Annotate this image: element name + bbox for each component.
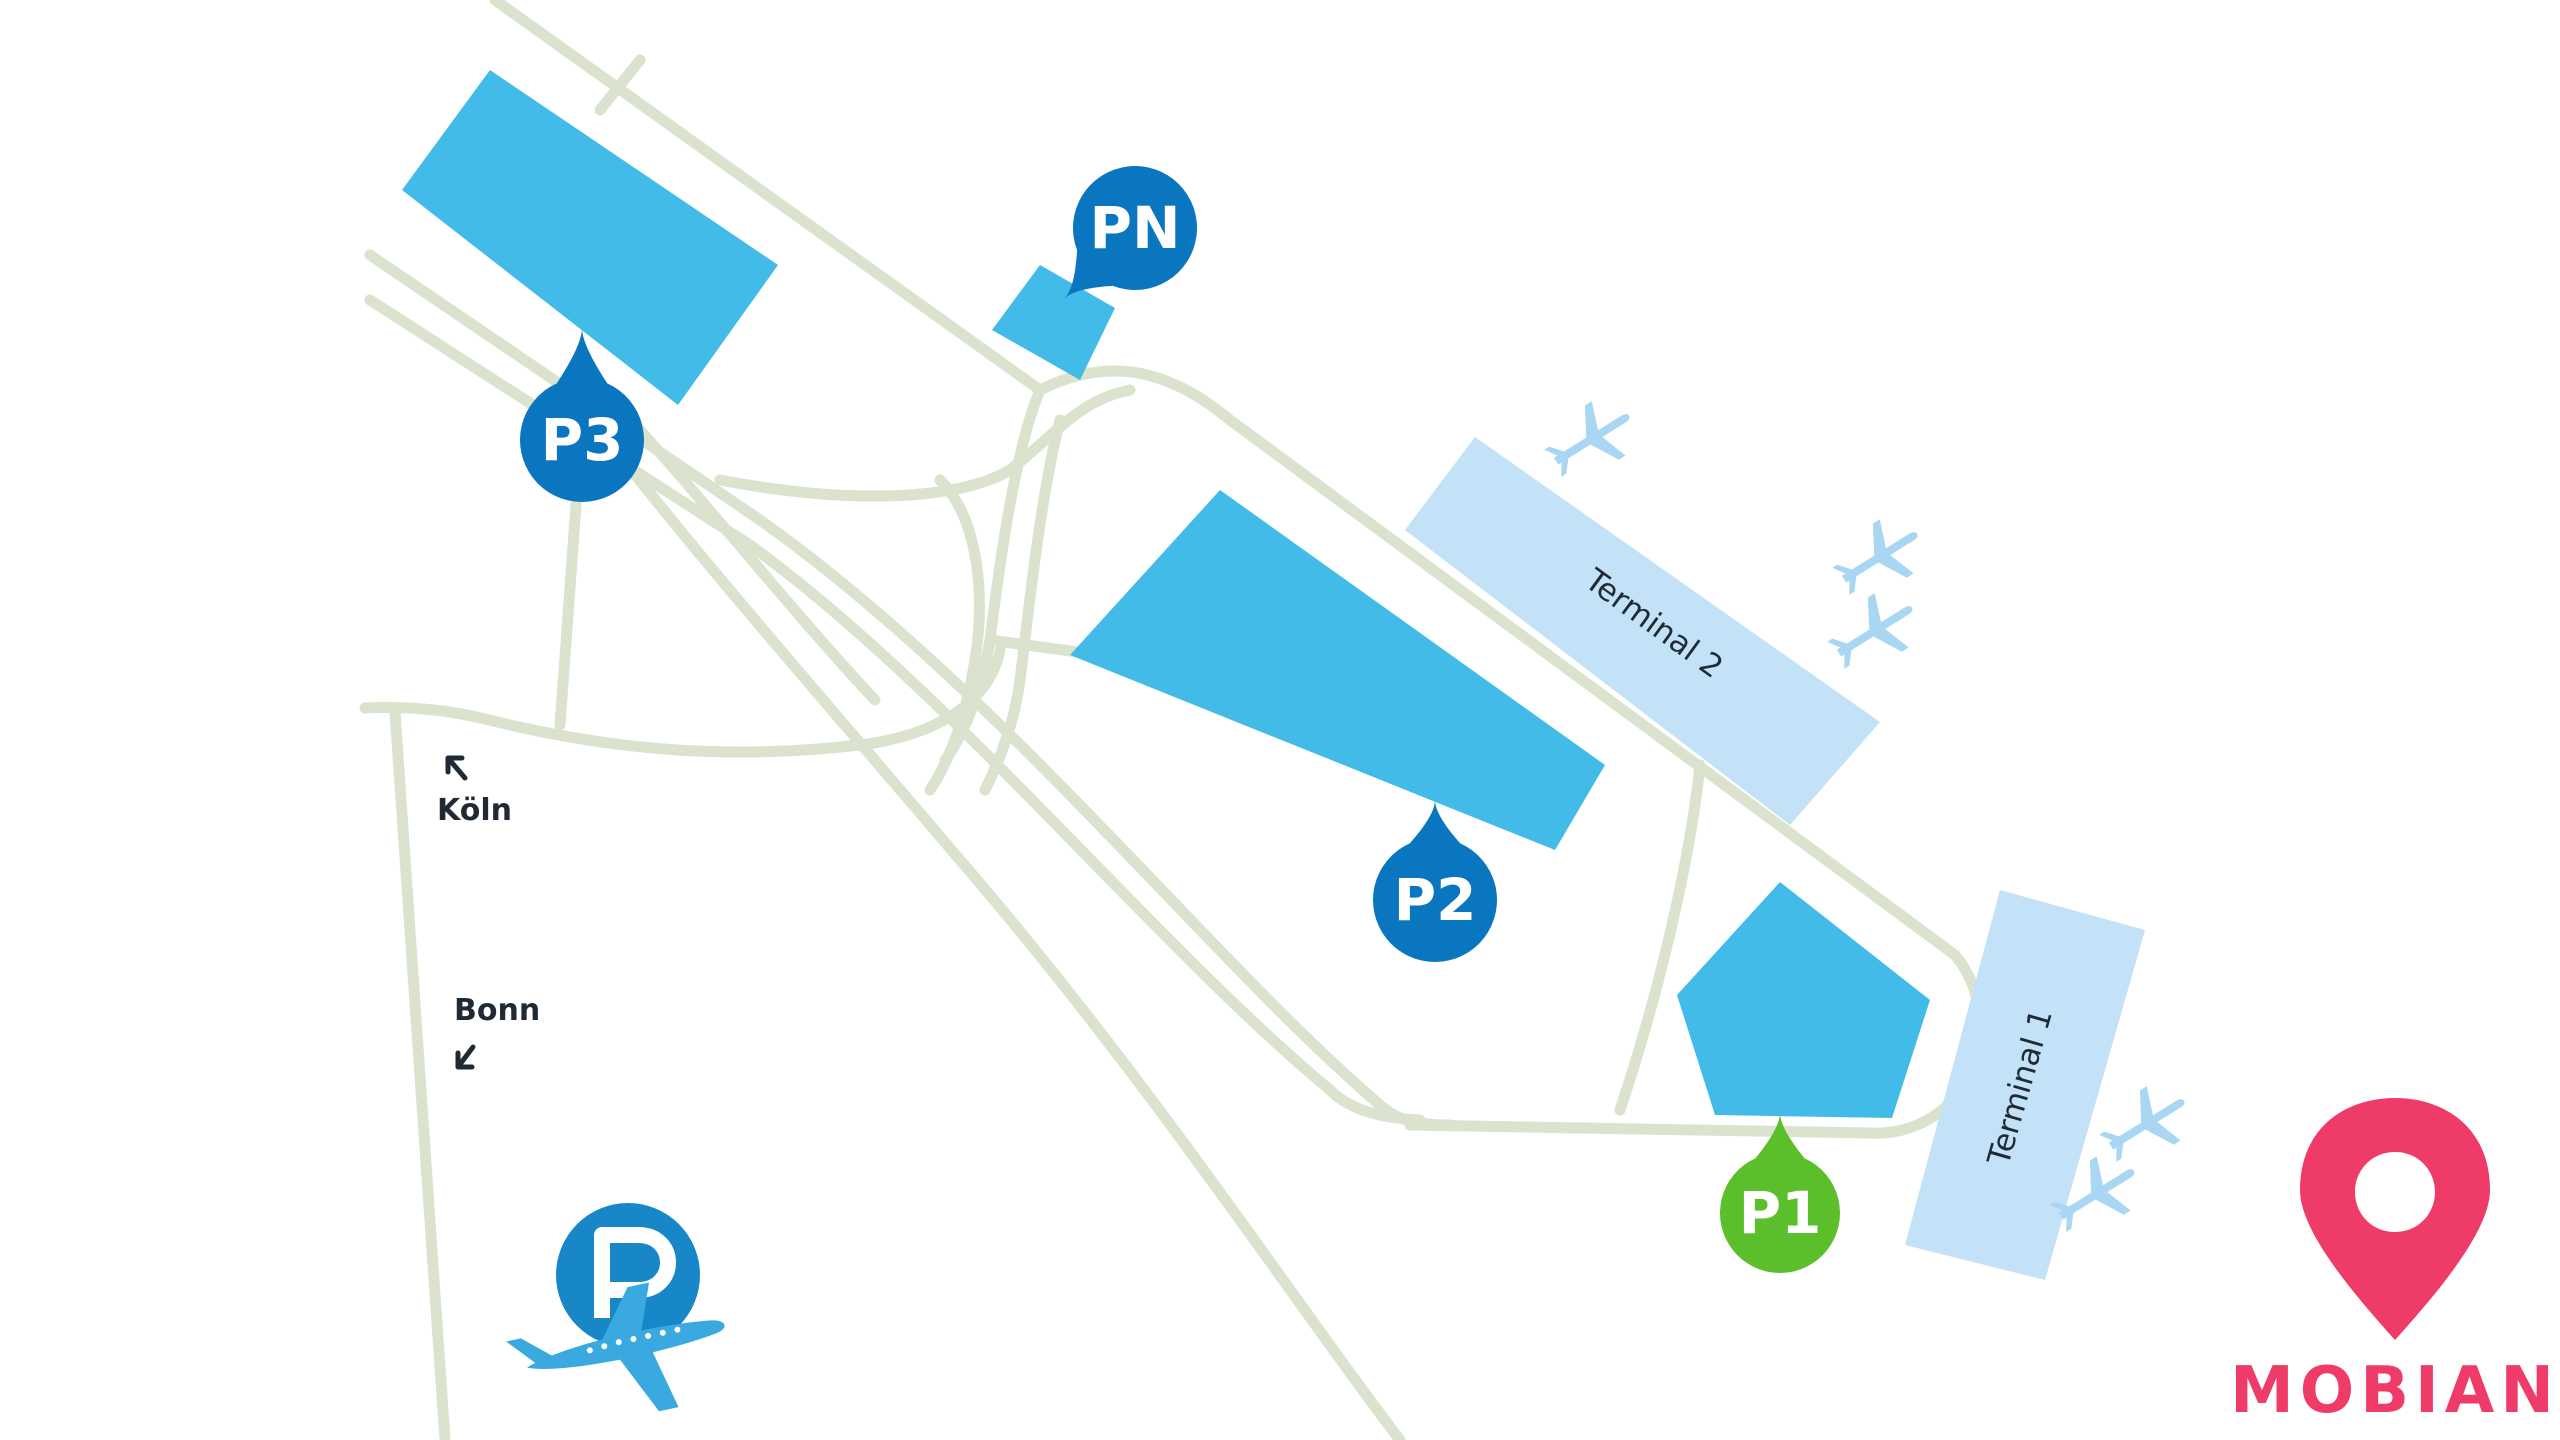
direction-koeln: Köln (437, 755, 512, 828)
location-pin-icon (2300, 1098, 2490, 1340)
parking-pins: P3 PN P2 P1 (520, 165, 1841, 1274)
parking-pin-pn-label: PN (1089, 194, 1180, 262)
parking-badge-plane (506, 1282, 725, 1412)
parking-pin-pn[interactable]: PN (1064, 165, 1197, 299)
airplane-icon (2049, 1156, 2135, 1232)
parking-lot-pn (992, 265, 1115, 380)
airplane-icon (1832, 519, 1918, 595)
parking-pin-p2-marker (1373, 800, 1497, 963)
airplane-icon (1827, 593, 1913, 669)
direction-bonn-label: Bonn (454, 993, 540, 1028)
parking-pin-p2[interactable]: P2 (1373, 800, 1497, 963)
parking-airport-icon (506, 1203, 725, 1412)
terminal-1-building (1905, 890, 2145, 1280)
road-highway-d (634, 424, 881, 706)
road-north-highway (489, 0, 1046, 396)
road-highway-c (594, 424, 1406, 1440)
parking-lot-p2 (1070, 490, 1605, 850)
parking-pin-p3[interactable]: P3 (520, 328, 644, 502)
terminals: Terminal 2 Terminal 1 (1405, 437, 2145, 1280)
road-highway-b (364, 294, 1426, 1126)
parking-pin-p1[interactable]: P1 (1720, 1113, 1841, 1274)
arrow-up-left-icon (445, 755, 468, 781)
road-interchange-a (714, 384, 1136, 502)
brand-logo[interactable]: MOBIAN (2230, 1098, 2560, 1428)
airplane-icon (1544, 401, 1630, 477)
parking-pin-p1-marker (1720, 1113, 1841, 1274)
parking-lot-p3 (402, 70, 778, 405)
road-west-vertical (389, 706, 451, 1440)
arrow-down-left-icon (455, 1044, 476, 1070)
airplane-icon (2099, 1086, 2185, 1162)
road-interchange-d (924, 474, 985, 796)
parking-pin-p2-label: P2 (1394, 866, 1477, 934)
parking-pin-pn-marker (1064, 165, 1197, 299)
brand-name: MOBIAN (2230, 1354, 2560, 1428)
parking-lots (402, 70, 1930, 1118)
parking-lot-p1 (1677, 882, 1930, 1118)
road-network (359, 0, 1986, 1440)
parking-pin-p3-label: P3 (541, 406, 624, 474)
direction-bonn: Bonn (454, 993, 540, 1070)
direction-koeln-label: Köln (437, 793, 512, 828)
terminal-2-building (1405, 437, 1880, 825)
road-north-spur (594, 54, 646, 116)
parking-pin-p1-label: P1 (1739, 1179, 1822, 1247)
terminal-1: Terminal 1 (1905, 890, 2145, 1280)
road-west-cross (359, 644, 1006, 758)
airplane-icons (1544, 401, 2185, 1232)
road-interchange-c (979, 414, 1066, 796)
direction-signs: Köln Bonn (437, 755, 540, 1070)
road-inner-connector (1614, 759, 1706, 1116)
parking-pin-p3-marker (520, 328, 644, 502)
terminal-2: Terminal 2 (1405, 437, 1880, 825)
